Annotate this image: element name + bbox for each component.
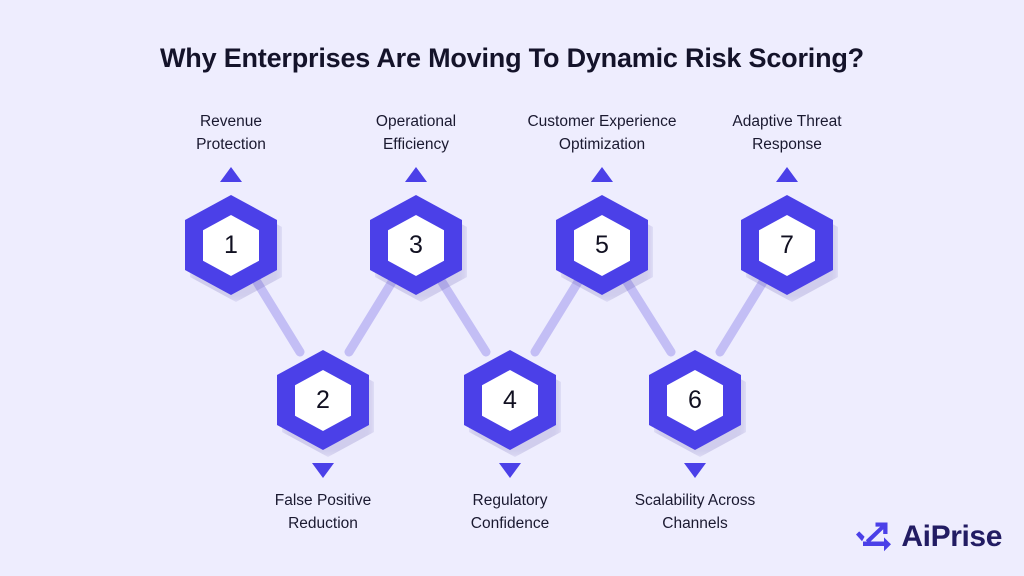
node-label-1: Revenue Protection bbox=[196, 113, 266, 153]
page-title: Why Enterprises Are Moving To Dynamic Ri… bbox=[160, 43, 864, 73]
hexagon-4[interactable]: 4 bbox=[464, 350, 561, 457]
hexagon-number-6: 6 bbox=[688, 386, 702, 414]
diagram-node-5[interactable]: Customer Experience Optimization 5 bbox=[502, 110, 702, 302]
hexagon-number-4: 4 bbox=[503, 386, 517, 414]
diagram-node-6[interactable]: 6 Scalability Across Channels bbox=[590, 350, 800, 535]
node-label-6: Scalability Across Channels bbox=[634, 492, 756, 532]
hexagon-7[interactable]: 7 bbox=[741, 195, 838, 302]
aiprise-logo-mark-icon bbox=[856, 522, 892, 552]
brand-name: AiPrise bbox=[901, 520, 1002, 553]
hexagon-number-3: 3 bbox=[409, 231, 423, 259]
triangle-down-icon-4 bbox=[499, 463, 521, 478]
brand-logo: AiPrise bbox=[854, 520, 1002, 554]
triangle-up-icon-5 bbox=[591, 167, 613, 182]
node-label-2: False Positive Reduction bbox=[274, 492, 372, 532]
node-label-4: Regulatory Confidence bbox=[470, 492, 550, 532]
triangle-up-icon-7 bbox=[776, 167, 798, 182]
triangle-up-icon-3 bbox=[405, 167, 427, 182]
hexagon-6[interactable]: 6 bbox=[649, 350, 746, 457]
hexagon-2[interactable]: 2 bbox=[277, 350, 374, 457]
hexagon-number-1: 1 bbox=[224, 231, 238, 259]
diagram-node-4[interactable]: 4 Regulatory Confidence bbox=[410, 350, 610, 535]
hexagon-1[interactable]: 1 bbox=[185, 195, 282, 302]
hexagon-number-5: 5 bbox=[595, 231, 609, 259]
triangle-down-icon-6 bbox=[684, 463, 706, 478]
hexagon-3[interactable]: 3 bbox=[370, 195, 467, 302]
hexagon-number-7: 7 bbox=[780, 231, 794, 259]
diagram-node-1[interactable]: Revenue Protection 1 bbox=[161, 110, 301, 302]
triangle-up-icon-1 bbox=[220, 167, 242, 182]
node-label-3: Operational Efficiency bbox=[375, 113, 457, 153]
triangle-down-icon-2 bbox=[312, 463, 334, 478]
hexagon-number-2: 2 bbox=[316, 386, 330, 414]
diagram-node-2[interactable]: 2 False Positive Reduction bbox=[223, 350, 423, 535]
diagram-node-3[interactable]: Operational Efficiency 3 bbox=[346, 110, 486, 302]
node-label-5: Customer Experience Optimization bbox=[527, 113, 677, 153]
node-label-7: Adaptive Threat Response bbox=[732, 113, 842, 153]
diagram-node-7[interactable]: Adaptive Threat Response 7 bbox=[697, 110, 877, 302]
hexagon-5[interactable]: 5 bbox=[556, 195, 653, 302]
